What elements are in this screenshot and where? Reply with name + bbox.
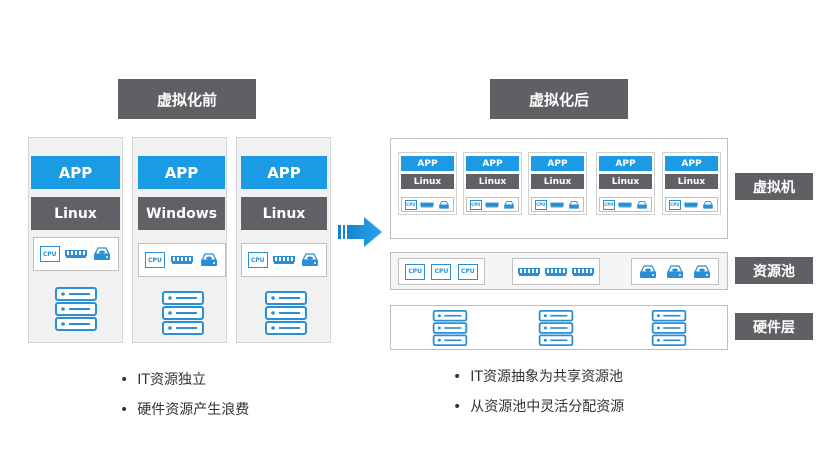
- layer-label-hardware: 硬件层: [735, 313, 813, 340]
- virtual-machine: APP Linux CPU: [528, 152, 587, 215]
- hard-disk-icon: [439, 200, 450, 209]
- cpu-chip-icon: CPU: [39, 246, 60, 262]
- cpu-chip-icon: CPU: [469, 199, 482, 210]
- hard-disk-icon: [693, 264, 710, 278]
- hardware-row: CPU: [241, 243, 327, 277]
- cpu-chip-icon: CPU: [404, 199, 417, 210]
- cpu-chip-icon: CPU: [457, 263, 478, 280]
- before-column-3: APP Linux CPU: [236, 137, 331, 343]
- os-block: Linux: [665, 174, 718, 189]
- os-block: Linux: [599, 174, 652, 189]
- before-title: 虚拟化前: [118, 79, 256, 119]
- hard-disk-icon: [302, 253, 319, 266]
- memory-module-icon: [518, 267, 541, 276]
- hardware-row: CPU: [466, 197, 519, 212]
- hard-disk-icon: [200, 253, 218, 266]
- virtual-machine: APP Linux CPU: [662, 152, 721, 215]
- after-title: 虚拟化后: [490, 79, 628, 119]
- hardware-row: CPU: [33, 237, 119, 271]
- virtual-machine: APP Linux CPU: [463, 152, 522, 215]
- before-column-2: APP Windows CPU: [132, 137, 227, 343]
- hardware-row: CPU: [401, 197, 454, 212]
- after-bullet-1: IT资源抽象为共享资源池: [453, 366, 623, 386]
- server-rack-icon: [538, 310, 574, 346]
- before-bullet-2: 硬件资源产生浪费: [120, 399, 249, 419]
- os-block: Linux: [401, 174, 454, 189]
- server-rack-icon: [651, 310, 687, 346]
- cpu-pool: CPU CPU CPU: [398, 258, 485, 285]
- app-block: APP: [466, 156, 519, 171]
- app-block: APP: [138, 156, 225, 189]
- hardware-row: CPU: [138, 243, 226, 277]
- cpu-chip-icon: CPU: [431, 263, 452, 280]
- cpu-chip-icon: CPU: [247, 252, 268, 268]
- virtual-machine: APP Linux CPU: [398, 152, 457, 215]
- hardware-row: CPU: [599, 197, 652, 212]
- server-rack-icon: [55, 287, 97, 331]
- hard-disk-icon: [703, 200, 714, 209]
- before-bullet-1: IT资源独立: [120, 369, 206, 389]
- hardware-layer-panel: [390, 305, 728, 350]
- app-block: APP: [31, 156, 120, 189]
- virtual-machine: APP Linux CPU: [596, 152, 655, 215]
- hard-disk-icon: [569, 200, 580, 209]
- cpu-chip-icon: CPU: [602, 199, 615, 210]
- app-block: APP: [599, 156, 652, 171]
- memory-module-icon: [544, 267, 567, 276]
- cpu-chip-icon: CPU: [405, 263, 426, 280]
- layer-label-pool: 资源池: [735, 257, 813, 284]
- hard-disk-icon: [640, 264, 657, 278]
- hard-disk-icon: [504, 200, 515, 209]
- memory-module-icon: [171, 256, 193, 264]
- resource-pool-panel: CPU CPU CPU: [390, 252, 728, 290]
- after-bullet-2: 从资源池中灵活分配资源: [453, 396, 624, 416]
- os-block: Linux: [241, 197, 327, 230]
- memory-module-icon: [420, 202, 435, 207]
- cpu-chip-icon: CPU: [668, 199, 681, 210]
- server-rack-icon: [162, 291, 204, 335]
- layer-label-vm: 虚拟机: [735, 173, 813, 200]
- app-block: APP: [531, 156, 584, 171]
- os-block: Linux: [31, 197, 120, 230]
- os-block: Windows: [138, 197, 225, 230]
- os-block: Linux: [466, 174, 519, 189]
- hard-disk-icon: [94, 247, 111, 260]
- server-rack-icon: [432, 310, 468, 346]
- hardware-row: CPU: [531, 197, 584, 212]
- memory-module-icon: [618, 202, 633, 207]
- hard-disk-icon: [637, 200, 648, 209]
- hardware-row: CPU: [665, 197, 718, 212]
- cpu-chip-icon: CPU: [534, 199, 547, 210]
- cpu-chip-icon: CPU: [145, 252, 165, 268]
- memory-pool: [512, 258, 600, 285]
- os-block: Linux: [531, 174, 584, 189]
- memory-module-icon: [684, 202, 699, 207]
- memory-module-icon: [64, 250, 87, 258]
- server-rack-icon: [265, 291, 307, 335]
- memory-module-icon: [550, 202, 565, 207]
- memory-module-icon: [485, 202, 500, 207]
- app-block: APP: [665, 156, 718, 171]
- right-arrow-icon: [338, 217, 382, 247]
- memory-module-icon: [571, 267, 594, 276]
- app-block: APP: [241, 156, 327, 189]
- app-block: APP: [401, 156, 454, 171]
- disk-pool: [631, 258, 719, 285]
- hard-disk-icon: [666, 264, 684, 278]
- memory-module-icon: [272, 256, 295, 264]
- before-column-1: APP Linux CPU: [28, 137, 123, 343]
